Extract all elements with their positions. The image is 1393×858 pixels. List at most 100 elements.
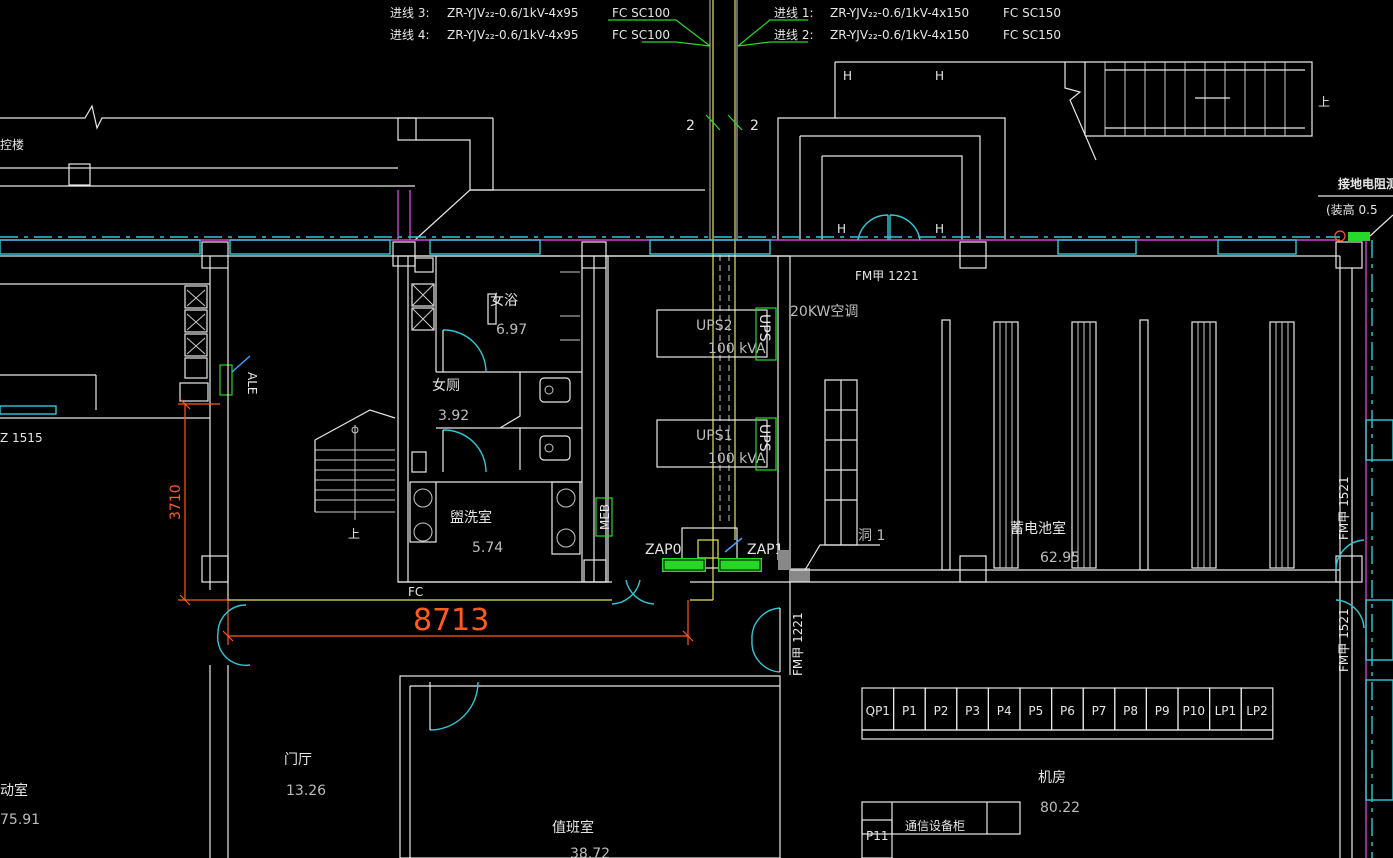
h-mark-3: H [837,222,846,236]
ups2-text: UPS2 [696,318,732,334]
room-battery: 蓄电池室 [1010,520,1066,537]
panel-label: P7 [1092,704,1107,718]
ale-label: ALE [245,372,259,394]
area-hall: 13.26 [286,783,326,799]
stair-up-mark: 上 [1318,95,1330,109]
room-wash: 盥洗室 [450,509,492,526]
area-female-bath: 6.97 [496,322,527,338]
ground-test-label: 接地电阻测试 [1338,176,1393,191]
control-building-label: 控楼 [0,137,24,152]
cable-2-conduit: FC SC150 [1003,28,1061,42]
cable-4-label: 进线 4: [390,28,430,42]
zap0-panel [662,558,706,572]
upper-left-building: 控楼 [0,104,705,241]
section-mark-right: 2 [750,118,759,134]
panel-base [861,729,1274,740]
cable-4-spec: ZR-YJV₂₂-0.6/1kV-4x95 [447,28,579,42]
battery-room: 洞 1 蓄电池室 62.95 FM甲 1521 FM甲 1521 [790,240,1393,858]
panel-label: LP1 [1215,704,1237,718]
area-machine: 80.22 [1040,800,1080,816]
fc-label: FC [408,585,423,599]
lower-rooms: 门厅 13.26 动室 75.91 值班室 38.72 机房 80.22 [0,665,1080,858]
door-label-z1515: Z 1515 [0,431,43,445]
panel-label: P1 [902,704,917,718]
upper-right-structure: 上 H H H H [777,61,1330,240]
ups-room: UPS2 100 kVA UPS1 100 kVA UPS UPS 20KW空调… [606,255,858,676]
room-female-bath: 女浴 [490,292,518,309]
cable-annotations: 进线 3: ZR-YJV₂₂-0.6/1kV-4x95 FC SC100 进线 … [390,6,1061,47]
zap0-label: ZAP0 [645,542,682,558]
ups2-kva: 100 kVA [708,341,766,357]
comm-cabinet-id: P11 [866,829,889,843]
comm-cabinet-name: 通信设备柜 [905,819,965,833]
panel-label: P5 [1028,704,1043,718]
h-mark-2: H [935,69,944,83]
hole-label: 洞 1 [858,528,885,544]
ups1-kva: 100 kVA [708,451,766,467]
dimension-horizontal: 8713 [413,603,489,638]
leader-line [608,19,711,47]
panel-label: P4 [997,704,1012,718]
ale-box [219,364,233,396]
ups2-unit [656,309,768,358]
panel-label: P2 [934,704,949,718]
door-label-top: FM甲 1221 [855,269,919,283]
kitchen-units [179,285,209,402]
cable-1-label: 进线 1: [774,6,814,20]
cable-3-label: 进线 3: [390,6,430,20]
cable-4-conduit: FC SC100 [612,28,670,42]
exterior-wall: FM甲 1221 [0,214,1363,283]
restroom-block: 女浴 6.97 女厕 3.92 盥洗室 5.74 MEB [397,255,613,583]
room-female-toilet: 女厕 [432,377,460,394]
comm-cabinet: P11 通信设备柜 [861,801,1021,858]
panel-label: P6 [1060,704,1075,718]
zap1-label: ZAP1 [747,542,784,558]
area-duty: 38.72 [570,846,610,858]
door-label-mid: FM甲 1221 [791,612,805,676]
panel-label: LP2 [1246,704,1268,718]
room-machine: 机房 [1038,770,1066,786]
leader-line [737,41,808,47]
left-stair-area: Z 1515 ALE 上 [0,256,396,600]
ups1-text: UPS1 [696,428,732,444]
panel-label: P10 [1183,704,1206,718]
zap1-panel [718,558,762,572]
ac-label: 20KW空调 [790,304,858,320]
battery-racks [993,321,1295,569]
meb-label: MEB [598,504,612,530]
cable-1-conduit: FC SC150 [1003,6,1061,20]
ground-bar-icon [1348,232,1370,241]
room-activity: 动室 [0,782,28,799]
leader-line [737,19,808,47]
area-battery: 62.95 [1040,550,1080,566]
cable-route: 2 2 [686,0,759,600]
cable-3-spec: ZR-YJV₂₂-0.6/1kV-4x95 [447,6,579,20]
panel-label: QP1 [866,704,890,718]
panel-label: P9 [1155,704,1170,718]
stair-treads [1084,62,1305,136]
room-duty: 值班室 [552,819,594,836]
panel-label: P3 [965,704,980,718]
ups1-box-label: UPS [756,424,772,452]
cable-3-conduit: FC SC100 [612,6,670,20]
section-mark-left: 2 [686,118,695,134]
h-mark-1: H [843,69,852,83]
meb-box [595,497,613,537]
cable-2-spec: ZR-YJV₂₂-0.6/1kV-4x150 [830,28,969,42]
door-label-right-1: FM甲 1521 [1337,476,1351,540]
ground-point-icon [1334,230,1346,242]
ground-height-label: (装高 0.5 [1326,202,1378,217]
ups1-unit [656,419,768,468]
area-wash: 5.74 [472,540,503,556]
h-mark-4: H [935,222,944,236]
area-female-toilet: 3.92 [438,408,469,424]
dimensions: 3710 8713 [168,398,694,645]
ground-test-point: 接地电阻测试 (装高 0.5 [1318,176,1393,242]
room-hall: 门厅 [284,752,312,768]
stair [314,409,396,520]
door-label-right-2: FM甲 1521 [1337,608,1351,672]
ups2-box-label: UPS [756,314,772,342]
leader-line [642,41,711,47]
